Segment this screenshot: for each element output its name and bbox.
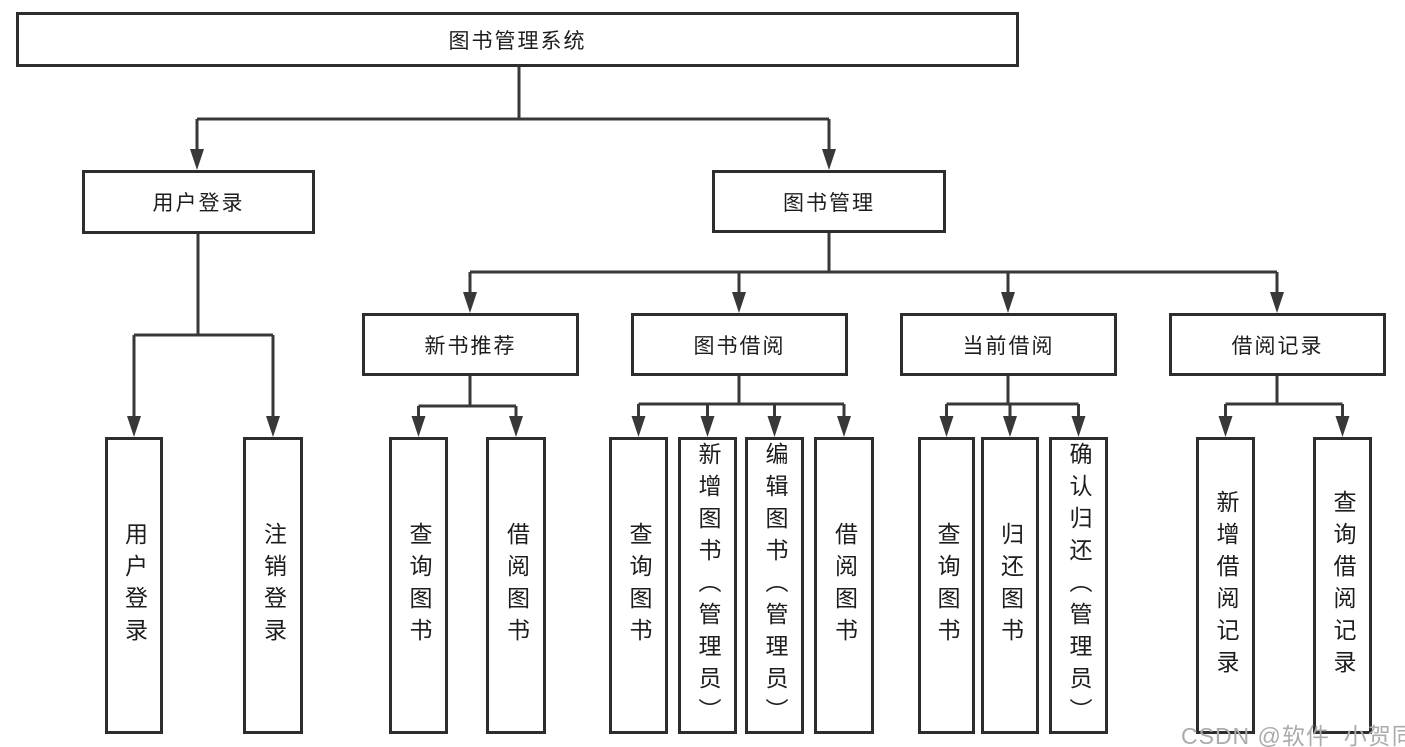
leaf-borrow-books-borrowing: 借阅图书 xyxy=(814,437,874,734)
node-label: 新增图书（管理员） xyxy=(695,441,721,730)
node-new-book-recommendation: 新书推荐 xyxy=(362,313,579,376)
leaf-borrow-books-recommend: 借阅图书 xyxy=(486,437,546,734)
leaf-query-books-current: 查询图书 xyxy=(918,437,975,734)
arrowhead-icons xyxy=(127,149,1350,437)
node-label: 用户登录 xyxy=(152,192,245,215)
node-current-borrowing: 当前借阅 xyxy=(900,313,1117,376)
leaf-logout: 注销登录 xyxy=(243,437,303,734)
node-borrowing-records: 借阅记录 xyxy=(1169,313,1386,376)
leaf-add-borrow-record: 新增借阅记录 xyxy=(1196,437,1255,734)
node-label: 查询借阅记录 xyxy=(1330,489,1356,682)
node-label: 当前借阅 xyxy=(962,334,1055,358)
node-label: 查询图书 xyxy=(406,521,432,650)
node-library-management-system: 图书管理系统 xyxy=(16,12,1019,67)
node-book-borrowing: 图书借阅 xyxy=(631,313,848,376)
leaf-user-login: 用户登录 xyxy=(105,437,163,734)
leaf-add-books-admin: 新增图书（管理员） xyxy=(678,437,737,734)
leaf-query-books-recommend: 查询图书 xyxy=(389,437,448,734)
node-label: 图书管理系统 xyxy=(448,29,587,53)
node-label: 图书借阅 xyxy=(693,334,786,358)
node-label: 图书管理 xyxy=(783,191,875,215)
csdn-watermark: CSDN @软件_小贺同学 xyxy=(1181,723,1405,747)
leaf-confirm-return-admin: 确认归还（管理员） xyxy=(1049,437,1108,734)
node-label: 归还图书 xyxy=(997,521,1024,650)
node-label: 注销登录 xyxy=(260,521,287,650)
leaf-query-borrow-record: 查询借阅记录 xyxy=(1313,437,1372,734)
node-label: 编辑图书（管理员） xyxy=(762,441,788,730)
node-label: 新增借阅记录 xyxy=(1213,489,1239,682)
node-label: 用户登录 xyxy=(121,521,148,650)
node-label: 借阅图书 xyxy=(831,521,858,650)
node-label: 新书推荐 xyxy=(424,334,517,358)
node-label: 借阅记录 xyxy=(1231,334,1324,358)
node-user-login: 用户登录 xyxy=(82,170,315,234)
leaf-return-books: 归还图书 xyxy=(981,437,1039,734)
node-label: 确认归还（管理员） xyxy=(1066,441,1092,730)
node-label: 查询图书 xyxy=(626,521,652,650)
node-label: 查询图书 xyxy=(934,521,960,650)
node-label: 借阅图书 xyxy=(503,521,530,650)
leaf-query-books-borrowing: 查询图书 xyxy=(609,437,668,734)
node-book-management: 图书管理 xyxy=(712,170,946,233)
leaf-edit-books-admin: 编辑图书（管理员） xyxy=(745,437,804,734)
